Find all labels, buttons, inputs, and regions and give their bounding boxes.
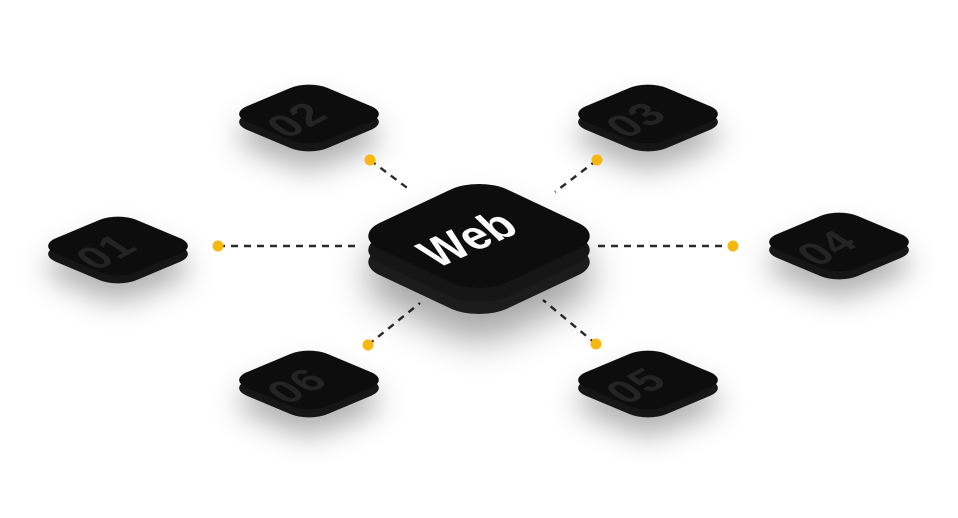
dot-05: [590, 338, 602, 350]
connector-02: [369, 159, 411, 191]
caption-06: ... & Maint...: [262, 466, 356, 485]
tile-03[interactable]: 03: [567, 80, 728, 156]
tile-02[interactable]: 02: [228, 80, 389, 156]
connector-dots: [212, 154, 739, 351]
captions: ... C... Develo... ... & Maint... Testi.…: [95, 327, 875, 485]
caption-04: Develo...: [805, 327, 875, 346]
tile-04[interactable]: 04: [758, 208, 919, 284]
connector-06: [367, 302, 421, 346]
dot-02: [364, 154, 376, 166]
dot-04: [727, 240, 739, 252]
tile-05[interactable]: 05: [567, 346, 728, 422]
hub-tile[interactable]: Web: [352, 176, 607, 322]
connector-05: [542, 299, 597, 345]
caption-05: Testi...: [622, 466, 675, 485]
dot-06: [362, 339, 374, 351]
dot-01: [212, 240, 224, 252]
tile-01[interactable]: 01: [37, 212, 198, 288]
connectors: [218, 159, 733, 346]
connector-03: [554, 159, 598, 193]
caption-01: ... C...: [95, 327, 140, 346]
tile-06[interactable]: 06: [228, 346, 389, 422]
dot-03: [591, 154, 603, 166]
